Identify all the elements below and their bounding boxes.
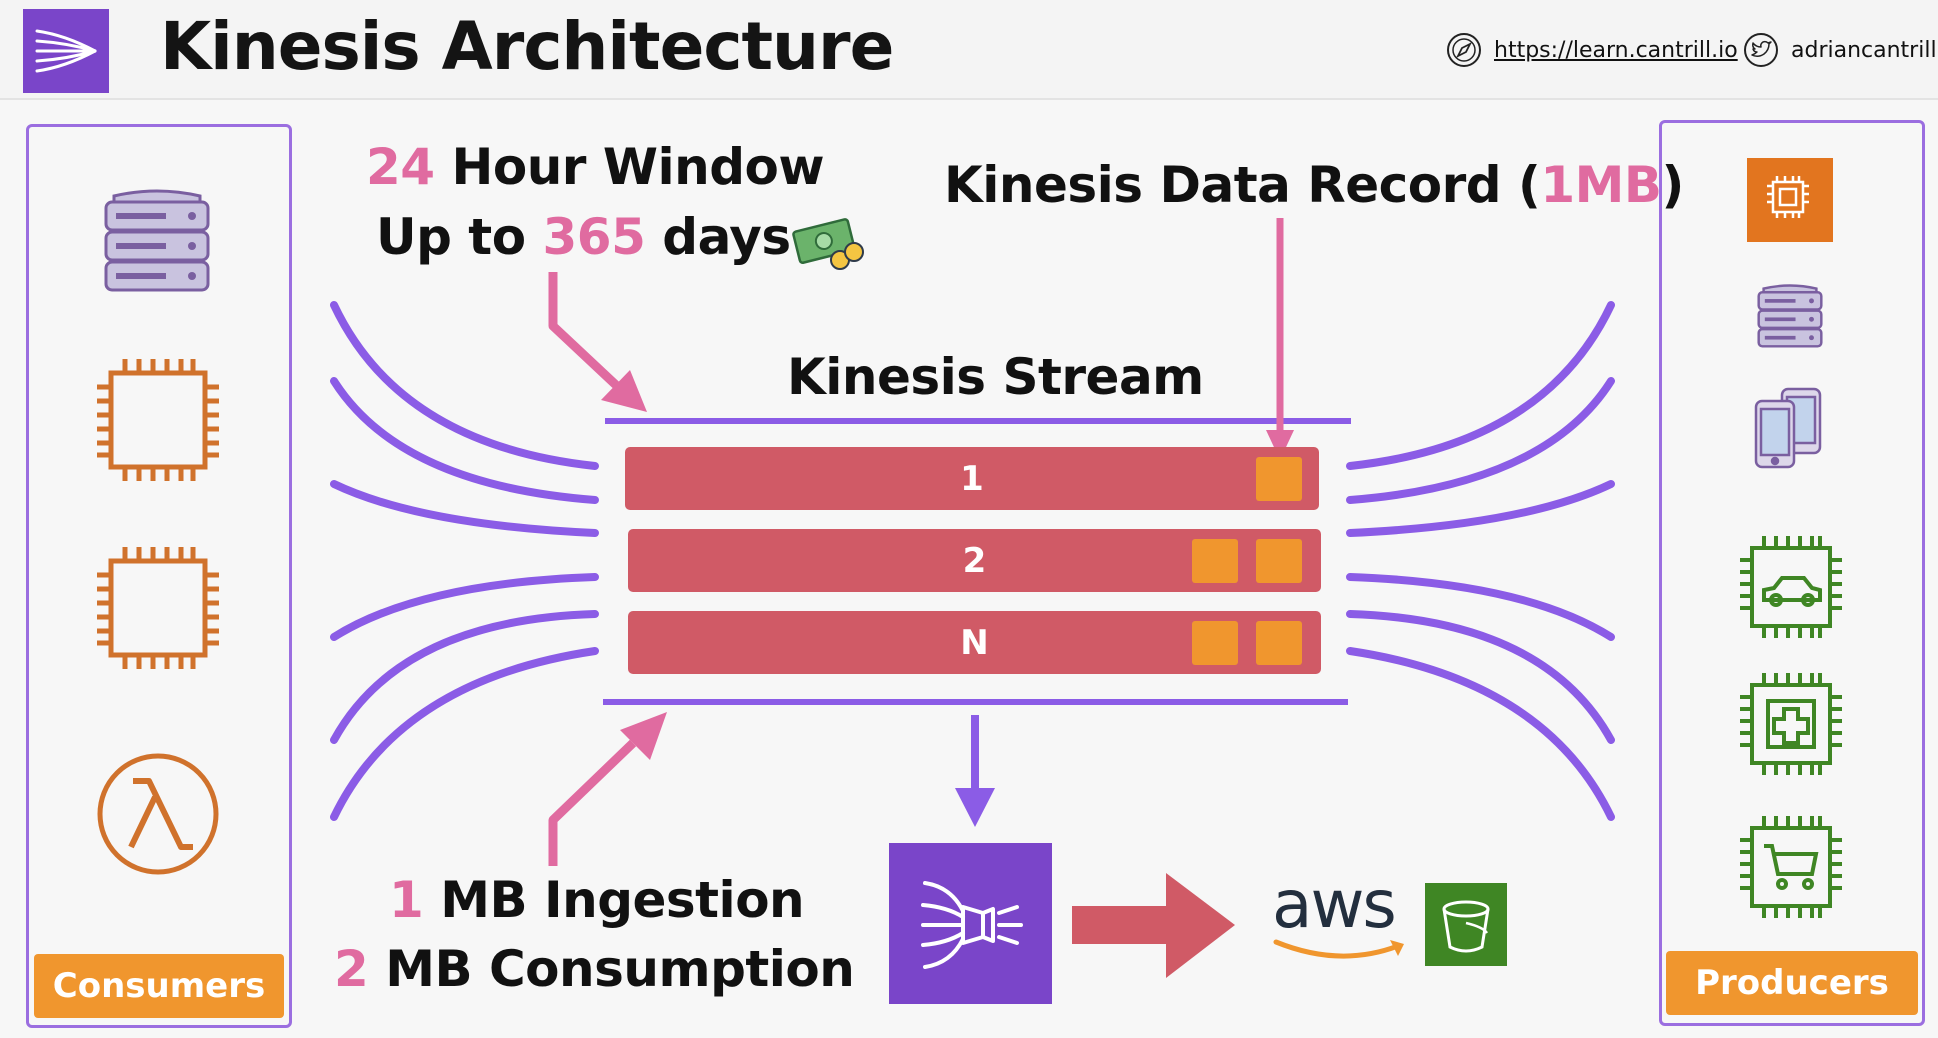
money-icon (792, 218, 864, 270)
ingestion-rate: 1 (389, 871, 424, 929)
retention-arrow (548, 272, 621, 390)
twitter-link[interactable]: adriancantrill (1743, 30, 1937, 70)
site-link-text[interactable]: https://learn.cantrill.io (1494, 37, 1738, 63)
iot-medical-icon (1740, 673, 1842, 775)
compute-chip-icon (97, 359, 219, 481)
data-record (1256, 621, 1302, 665)
consumption-line: 2 MB Consumption (334, 940, 855, 998)
server-rack-icon (1757, 284, 1823, 348)
kinesis-logo-icon (23, 9, 109, 93)
retention-line-1: 24 Hour Window (366, 138, 825, 196)
shard-1: 1 (625, 447, 1319, 510)
stream-title: Kinesis Stream (787, 348, 1204, 406)
aws-logo: aws (1272, 866, 1397, 943)
producers-label: Producers (1666, 951, 1918, 1015)
data-record (1192, 539, 1238, 583)
ec2-instance-icon (1747, 158, 1833, 242)
retention-max-days: 365 (542, 208, 646, 266)
data-record-label: Kinesis Data Record (1MB) (944, 156, 1684, 214)
iot-cart-icon (1740, 816, 1842, 918)
producers-panel (1659, 120, 1925, 1026)
consumers-panel (26, 124, 292, 1028)
lambda-icon (97, 753, 219, 875)
shard-1-label: 1 (960, 458, 984, 499)
ingestion-line: 1 MB Ingestion (389, 871, 805, 929)
consumption-text: MB Consumption (385, 940, 855, 998)
retention-line-2: Up to 365 days - (376, 208, 828, 266)
iot-car-icon (1740, 536, 1842, 638)
compute-chip-icon (97, 547, 219, 669)
to-aws-arrow (1072, 906, 1168, 944)
throughput-arrow (548, 739, 637, 866)
data-record (1192, 621, 1238, 665)
header-bar (0, 0, 1938, 100)
data-record (1256, 457, 1302, 501)
retention-hours: 24 (366, 138, 435, 196)
ingestion-text: MB Ingestion (440, 871, 805, 929)
site-link[interactable]: https://learn.cantrill.io (1446, 30, 1738, 70)
retention-window-text: Hour Window (451, 138, 825, 196)
shard-n-label: N (960, 622, 989, 663)
mobile-devices-icon (1754, 387, 1822, 469)
consumers-label: Consumers (34, 954, 284, 1018)
server-rack-icon (104, 189, 210, 292)
compass-icon (1447, 33, 1481, 67)
consumption-rate: 2 (334, 940, 369, 998)
aws-smile (1273, 939, 1401, 959)
data-record-size: 1MB (1540, 156, 1662, 214)
shard-n: N (628, 611, 1321, 674)
twitter-handle[interactable]: adriancantrill (1791, 37, 1937, 63)
shard-2: 2 (628, 529, 1321, 592)
s3-bucket-icon (1425, 883, 1507, 966)
shard-2-label: 2 (962, 540, 987, 581)
data-record (1256, 539, 1302, 583)
data-record-prefix: Kinesis Data Record ( (944, 156, 1541, 214)
data-record-suffix: ) (1661, 156, 1685, 214)
kinesis-firehose-icon (889, 843, 1052, 1004)
retention-prefix: Up to (376, 208, 526, 266)
twitter-icon (1744, 33, 1778, 67)
page-title: Kinesis Architecture (160, 8, 894, 85)
